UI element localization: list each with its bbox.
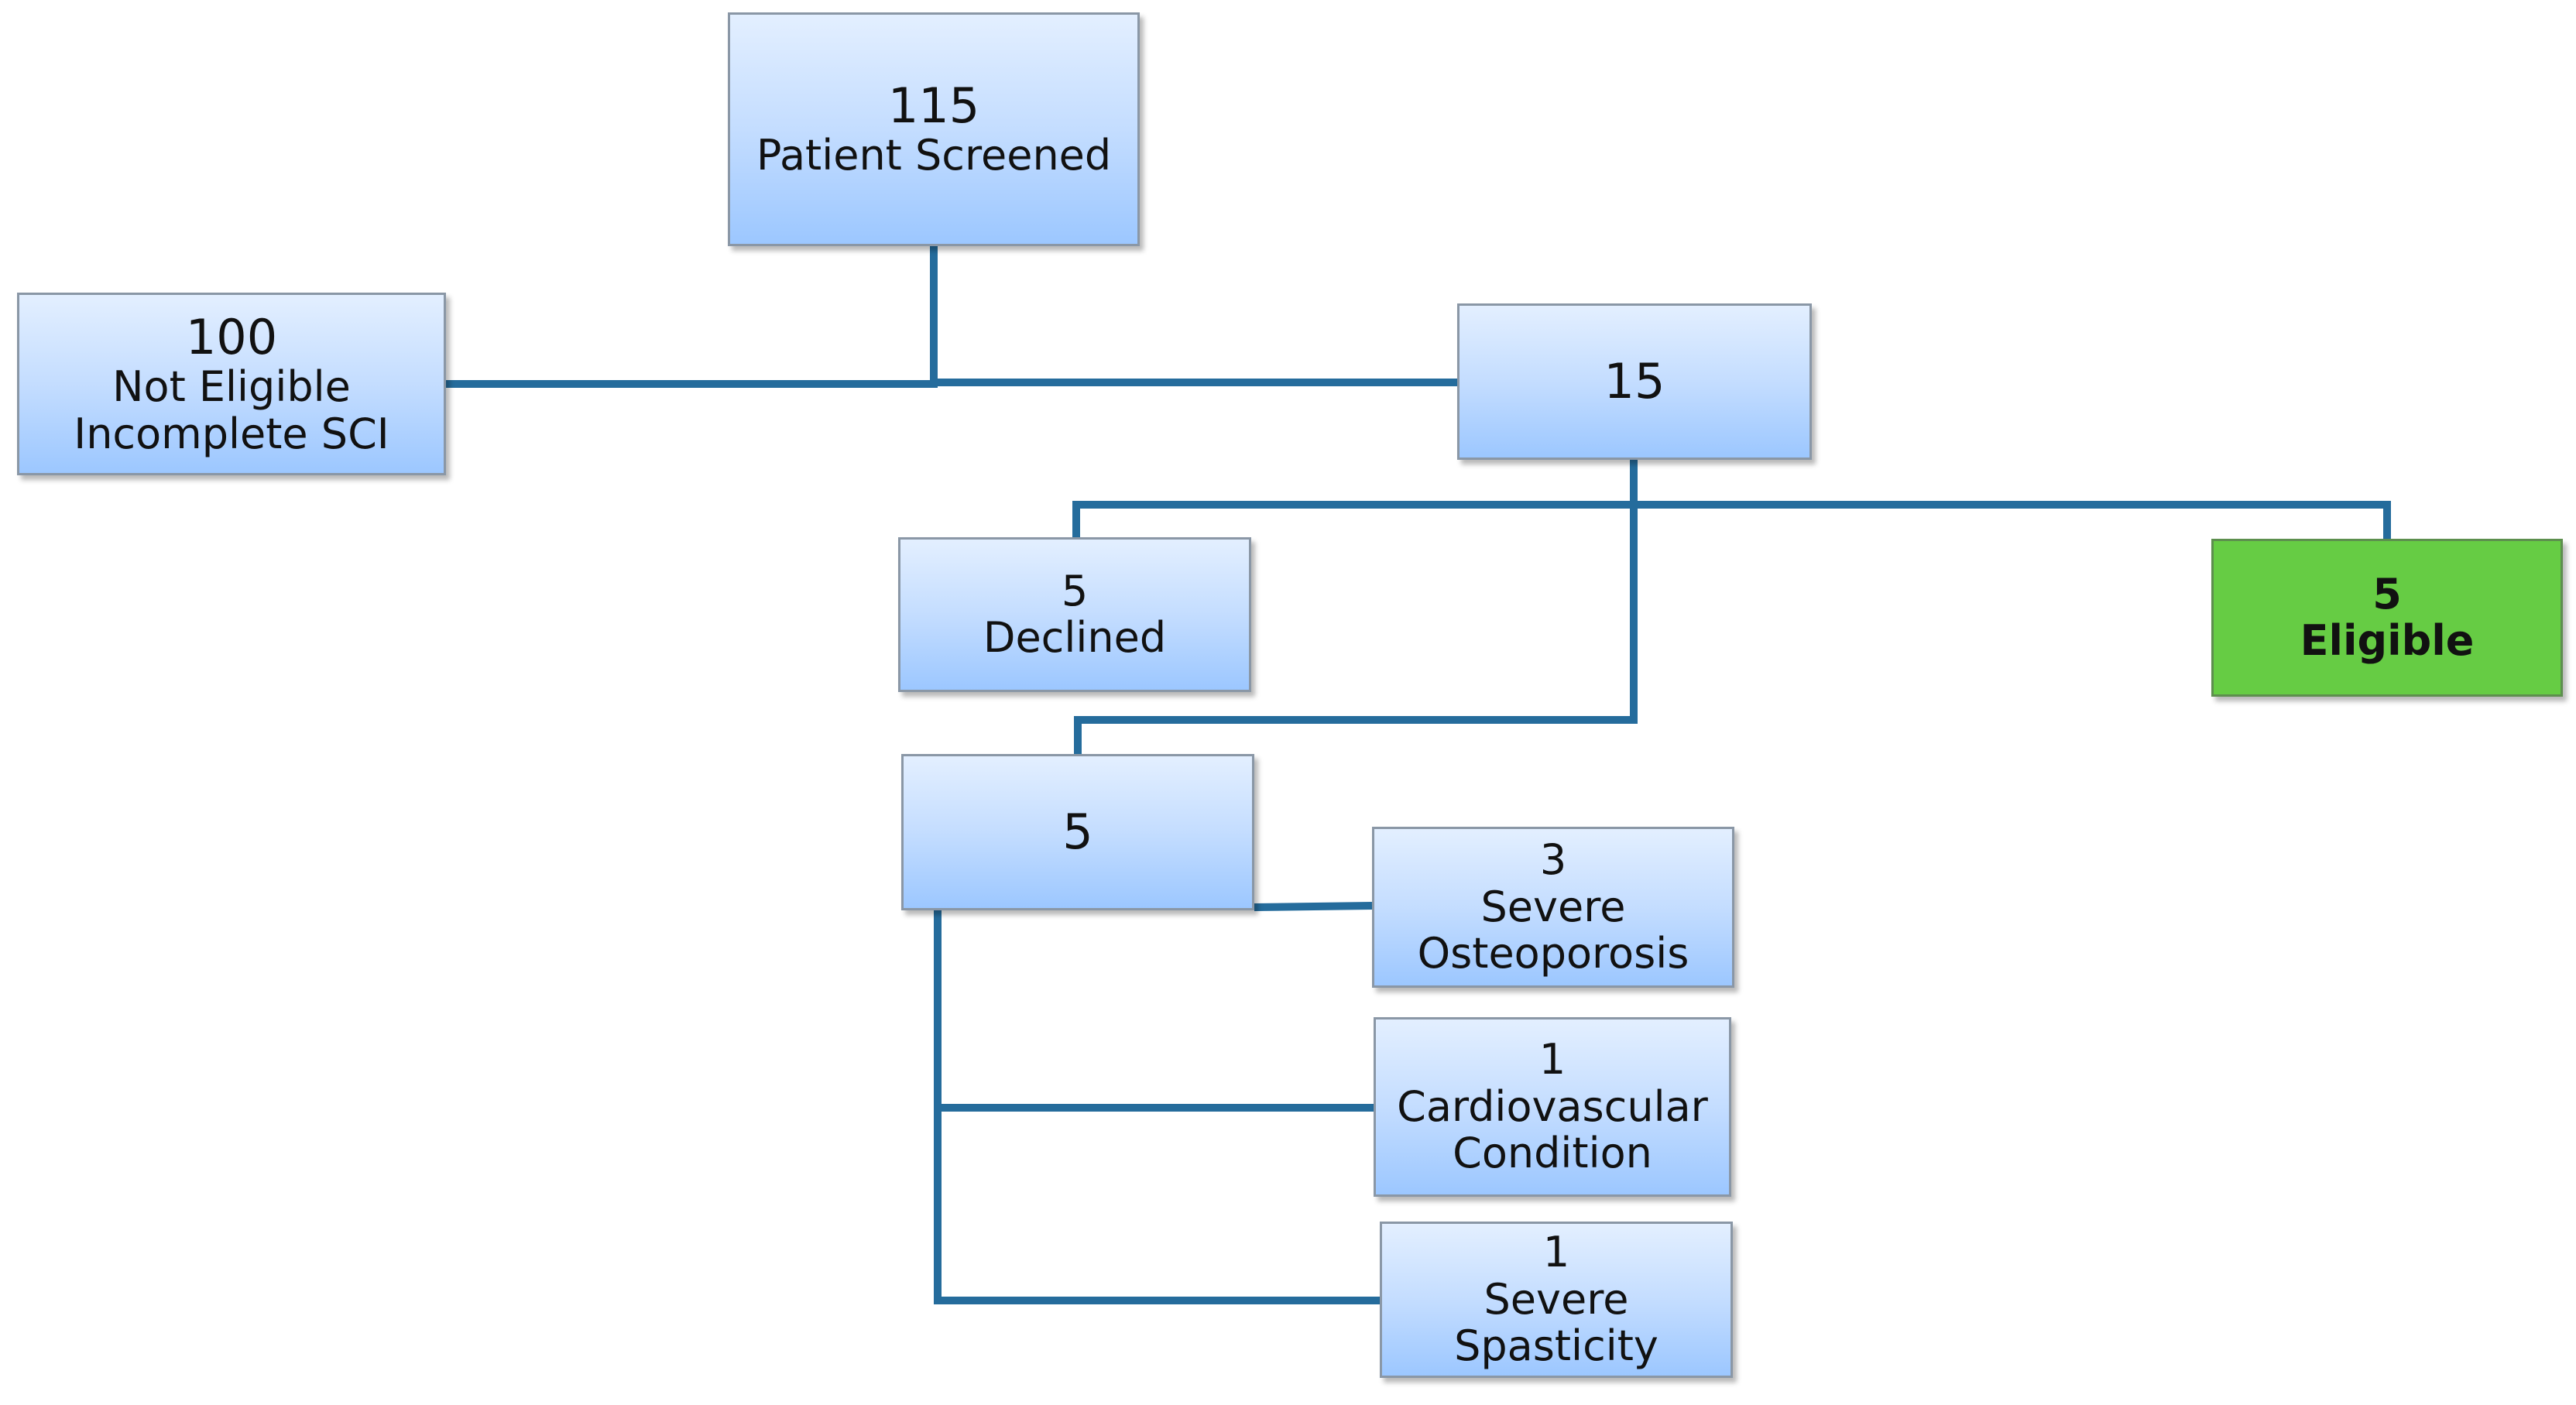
connector-screened-branches — [446, 246, 938, 388]
declined-count: 5 — [1061, 566, 1089, 615]
connector-declined-eligible — [1072, 501, 2391, 540]
declined-label: Declined — [983, 613, 1167, 662]
osteoporosis-box: 3 Severe Osteoporosis — [1372, 827, 1734, 988]
eligible-box: 5 Eligible — [2211, 539, 2563, 697]
cardiovascular-label-line1: Cardiovascular — [1397, 1081, 1708, 1131]
declined-box: 5 Declined — [898, 537, 1251, 692]
screened-count: 115 — [887, 77, 980, 135]
not-eligible-box: 100 Not Eligible Incomplete SCI — [17, 293, 446, 475]
not-eligible-label-line1: Not Eligible — [112, 362, 351, 412]
excluded-box: 5 — [901, 754, 1254, 910]
spasticity-label: Severe Spasticity — [1454, 1274, 1658, 1371]
connector-5-to-osteoporosis — [1254, 902, 1373, 911]
connector-15-to-5 — [1074, 505, 1638, 754]
spasticity-count: 1 — [1542, 1228, 1570, 1277]
cardiovascular-count: 1 — [1538, 1035, 1566, 1085]
connector-exclusion-trunk — [934, 909, 1380, 1304]
cardiovascular-label-line2: Condition — [1453, 1129, 1652, 1178]
remaining-count: 15 — [1604, 353, 1665, 410]
osteoporosis-label-line1: Severe — [1480, 882, 1626, 931]
eligible-count: 5 — [2372, 569, 2402, 619]
spasticity-box: 1 Severe Spasticity — [1380, 1222, 1733, 1378]
osteoporosis-label-line2: Osteoporosis — [1417, 929, 1689, 978]
excluded-count: 5 — [1062, 804, 1093, 861]
not-eligible-count: 100 — [185, 308, 278, 365]
screened-box: 115 Patient Screened — [728, 12, 1140, 246]
cardiovascular-box: 1 Cardiovascular Condition — [1374, 1017, 1731, 1197]
remaining-box: 15 — [1457, 303, 1812, 460]
not-eligible-label-line2: Incomplete SCI — [74, 409, 389, 458]
osteoporosis-count: 3 — [1539, 835, 1567, 885]
eligible-label: Eligible — [2300, 616, 2475, 665]
screened-label: Patient Screened — [756, 131, 1112, 180]
